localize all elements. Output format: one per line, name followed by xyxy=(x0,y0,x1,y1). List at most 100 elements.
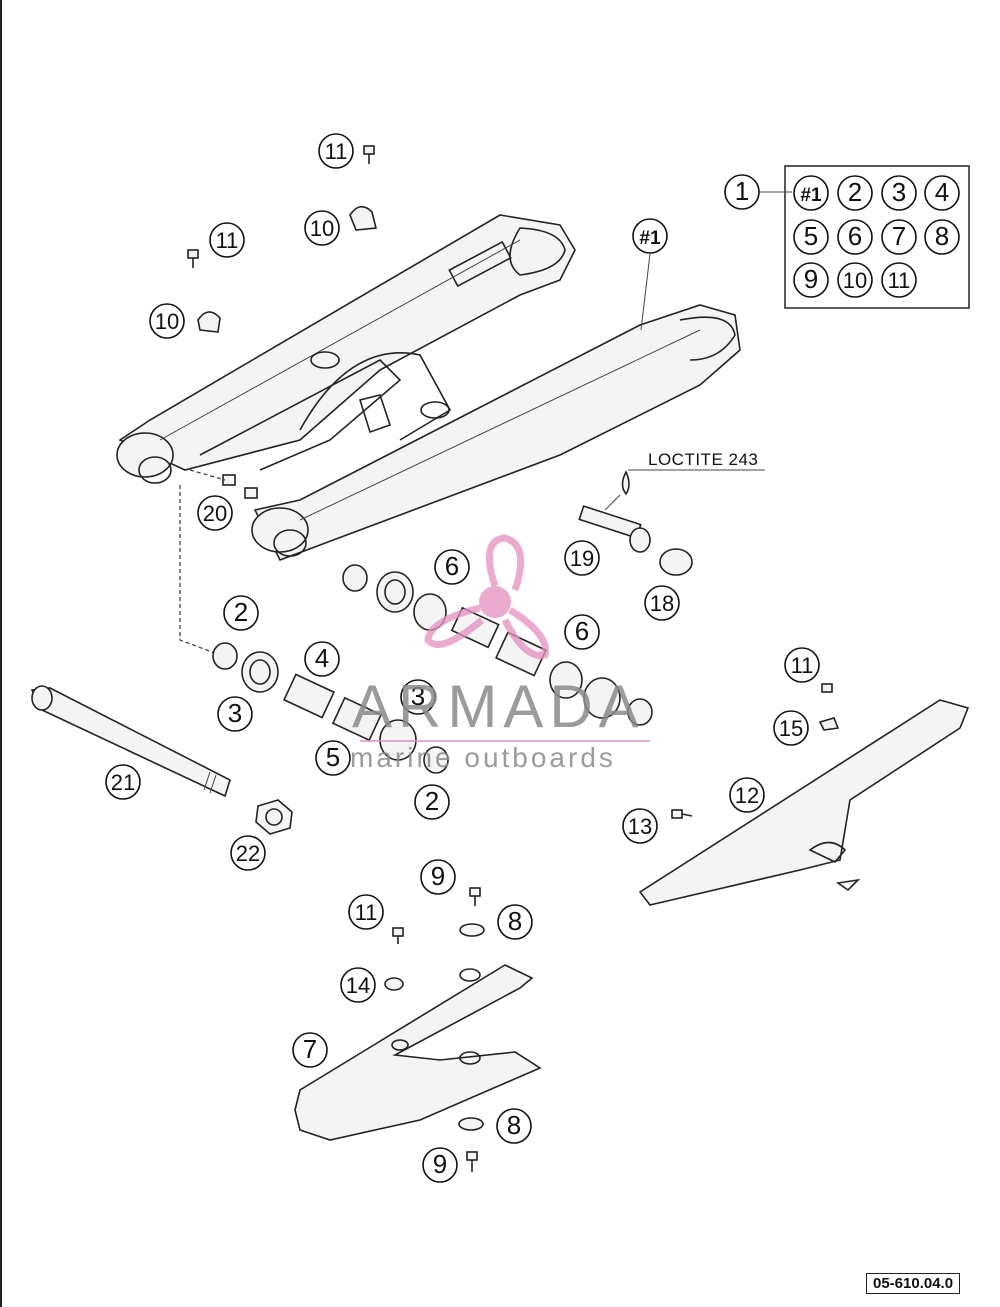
drawing-code: 05-610.04.0 xyxy=(866,1273,961,1294)
callout-number: 21 xyxy=(111,770,135,795)
watermark-logo xyxy=(360,534,650,742)
callout-number: 6 xyxy=(445,551,459,581)
callout-circle xyxy=(400,679,436,715)
callout-circle xyxy=(773,710,809,746)
callout-circle xyxy=(223,595,259,631)
callout-c21: 21 xyxy=(105,764,141,800)
kit-item-number: 4 xyxy=(935,177,949,207)
callout-c10a: 10 xyxy=(304,210,340,246)
callout-circle xyxy=(564,614,600,650)
axle xyxy=(30,685,231,798)
kit-item-circle xyxy=(837,219,873,255)
callout-c7: 7 xyxy=(292,1032,328,1068)
callout-circle xyxy=(217,696,253,732)
kit-item-circle xyxy=(881,262,917,298)
callout-number: 10 xyxy=(310,216,334,241)
callout-number: 2 xyxy=(425,786,439,816)
callout-cref: #1 xyxy=(632,218,668,254)
callout-number: 13 xyxy=(628,814,652,839)
callout-circle xyxy=(434,549,470,585)
clamp-top xyxy=(349,205,378,231)
kit-item-circle xyxy=(793,262,829,298)
kit-item-number: 2 xyxy=(848,177,862,207)
kit-item-circle xyxy=(793,175,829,211)
callout-number: 7 xyxy=(303,1034,317,1064)
callout-c11d: 11 xyxy=(348,894,384,930)
callout-number: 12 xyxy=(735,783,759,808)
screw-left xyxy=(187,249,199,268)
chain-guard xyxy=(638,683,970,906)
chain-slider xyxy=(294,887,542,1172)
kit-item-number: 6 xyxy=(848,221,862,251)
pivot-bolt xyxy=(578,470,651,553)
callout-circle xyxy=(149,303,185,339)
callout-circle xyxy=(729,777,765,813)
callout-number: #1 xyxy=(639,228,661,249)
kit-item-number: #1 xyxy=(800,185,822,206)
callout-c18: 18 xyxy=(644,585,680,621)
callout-circle xyxy=(422,1147,458,1183)
callout-c9a: 9 xyxy=(420,859,456,895)
callout-circle xyxy=(340,967,376,1003)
callout-c8b: 8 xyxy=(496,1108,532,1144)
callout-number: 18 xyxy=(650,591,674,616)
callout-number: 15 xyxy=(779,716,803,741)
watermark-title: ARMADA xyxy=(352,673,645,740)
kit-item-number: 3 xyxy=(892,177,906,207)
callout-number: 9 xyxy=(433,1149,447,1179)
ref-leader xyxy=(640,253,651,331)
callout-number: 20 xyxy=(203,501,227,526)
callout-number: 1 xyxy=(735,176,749,206)
callout-c15: 15 xyxy=(773,710,809,746)
callout-number: 11 xyxy=(216,228,239,253)
callout-number: 3 xyxy=(228,698,242,728)
callout-c4: 4 xyxy=(304,641,340,677)
callout-circle xyxy=(724,174,760,210)
axis-guide xyxy=(179,485,221,656)
callout-circle xyxy=(292,1032,328,1068)
callout-c22: 22 xyxy=(230,835,266,871)
callout-number: 10 xyxy=(155,309,179,334)
kit-item-circle xyxy=(837,175,873,211)
kit-item-number: 5 xyxy=(804,221,818,251)
callout-c11b: 11 xyxy=(209,222,245,258)
cap xyxy=(659,548,693,576)
kit-item-number: 8 xyxy=(935,221,949,251)
axle-nut xyxy=(255,799,293,835)
callout-c19: 19 xyxy=(564,540,600,576)
swingarm xyxy=(116,214,741,562)
callout-c12: 12 xyxy=(729,777,765,813)
callout-number: 14 xyxy=(346,973,370,998)
callout-circle xyxy=(784,647,820,683)
screw-top xyxy=(363,145,375,164)
page-border-left xyxy=(0,0,2,1307)
callout-number: 11 xyxy=(355,900,378,925)
watermark-subtitle: marine outboards xyxy=(350,742,616,773)
callout-number: 5 xyxy=(326,742,340,772)
callout-c6b: 6 xyxy=(564,614,600,650)
callout-c3a: 3 xyxy=(217,696,253,732)
kit-item-circle xyxy=(793,219,829,255)
kit-item-circle xyxy=(881,219,917,255)
callout-number: 11 xyxy=(791,653,814,678)
callout-circle xyxy=(564,540,600,576)
callout-circle xyxy=(304,641,340,677)
callout-number: 6 xyxy=(575,616,589,646)
callout-number: 4 xyxy=(315,643,329,673)
callout-c9b: 9 xyxy=(422,1147,458,1183)
callout-c6a: 6 xyxy=(434,549,470,585)
callout-c2b: 2 xyxy=(414,784,450,820)
kit-item-number: 7 xyxy=(892,221,906,251)
grease-nipples xyxy=(189,469,258,499)
kit-item-number: 9 xyxy=(804,264,818,294)
callout-number: 19 xyxy=(570,546,594,571)
callout-c14: 14 xyxy=(340,967,376,1003)
callout-c10b: 10 xyxy=(149,303,185,339)
callout-c5: 5 xyxy=(315,740,351,776)
callout-number: 3 xyxy=(411,681,425,711)
loctite-label: LOCTITE 243 xyxy=(648,450,759,469)
callout-circle xyxy=(644,585,680,621)
